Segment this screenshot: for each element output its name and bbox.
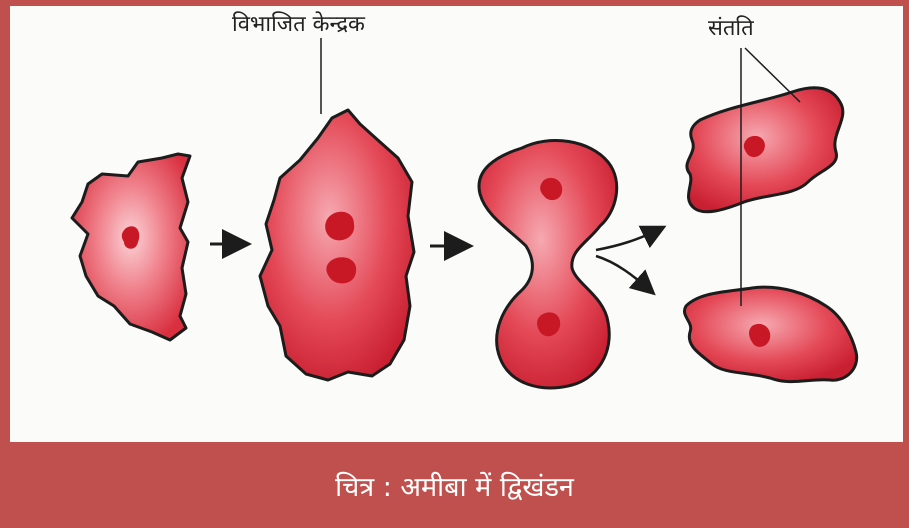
arrow-split-up (596, 228, 662, 250)
amoeba-binary-fission-illustration: विभाजित केन्द्रक संतति (10, 6, 903, 442)
daughter-cell-lower (684, 287, 856, 382)
amoeba-stage-3 (479, 140, 617, 387)
label-offspring: संतति (708, 12, 754, 42)
figure-caption: चित्र : अमीबा में द्विखंडन (335, 467, 574, 504)
diagram-canvas (10, 6, 903, 442)
daughter-cell-upper (687, 88, 843, 212)
amoeba-stage-2 (260, 110, 414, 380)
label-dividing-nucleus: विभाजित केन्द्रक (232, 8, 365, 38)
arrow-split-down (596, 256, 652, 292)
amoeba-stage-1 (72, 154, 190, 340)
caption-bar: चित्र : अमीबा में द्विखंडन (0, 442, 909, 528)
label-pointer-offspring-upper (745, 48, 800, 102)
